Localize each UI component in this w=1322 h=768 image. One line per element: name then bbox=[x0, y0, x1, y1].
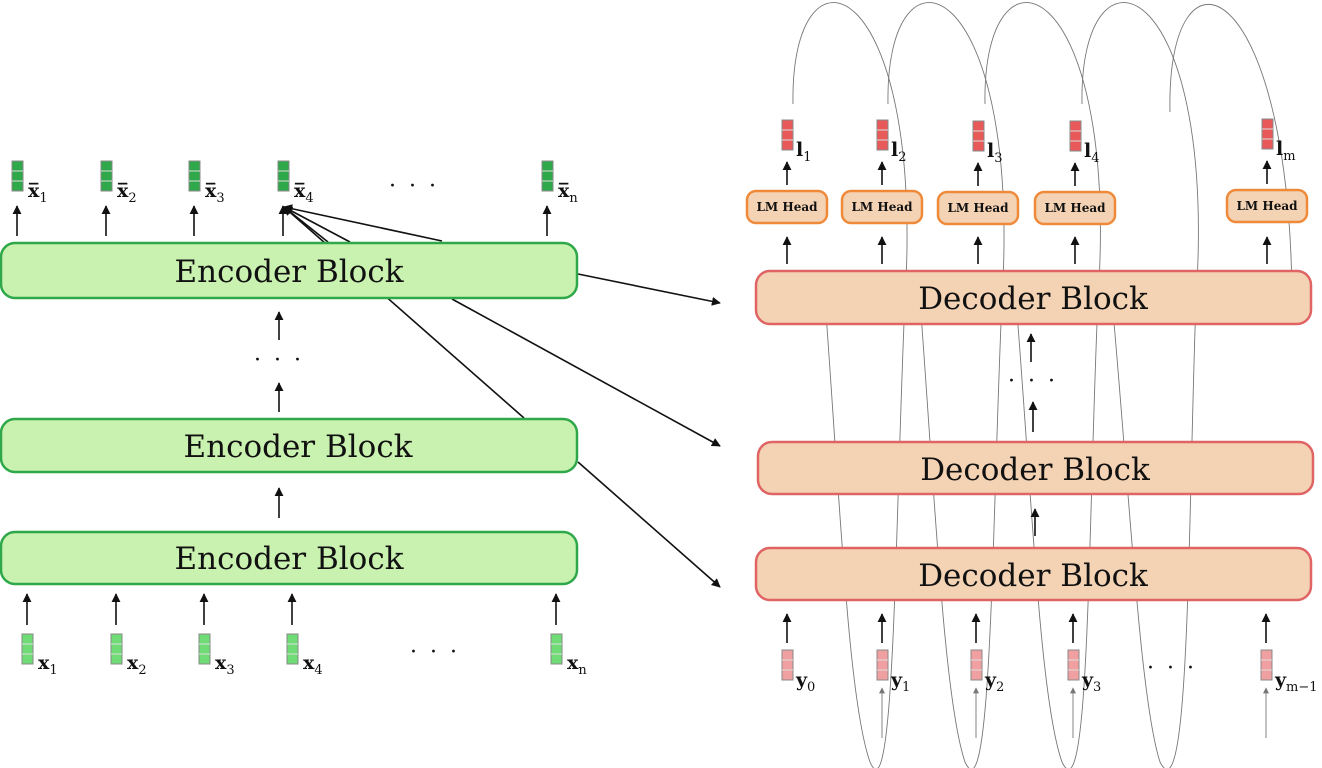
decoder-output-vector bbox=[876, 119, 889, 151]
encoder-input-vector bbox=[198, 633, 211, 665]
encoder-input-vector bbox=[550, 633, 563, 665]
lm-head-label: LM Head bbox=[1044, 201, 1106, 215]
autoregressive-loop-curve bbox=[1169, 3, 1293, 301]
lm-head-label: LM Head bbox=[1236, 199, 1298, 213]
decoder-inputs: y0 y1 y2 y3 ym−1 bbox=[781, 613, 1318, 695]
encoder-stack: Encoder Block Encoder Block Encoder Bloc… bbox=[0, 174, 579, 665]
autoregressive-loop-curve bbox=[887, 2, 1005, 768]
encoder-output-label: x̅2 bbox=[117, 180, 137, 206]
encoder-block-bottom-label: Encoder Block bbox=[175, 541, 404, 577]
encoder-input-label: x2 bbox=[127, 652, 147, 678]
encoder-output-vector bbox=[541, 160, 554, 192]
lm-head-label: LM Head bbox=[756, 200, 818, 214]
attention-link-1 bbox=[283, 204, 443, 242]
decoder-input-vector bbox=[1067, 649, 1080, 681]
decoder-input-vector bbox=[1260, 649, 1273, 681]
encoder-block-middle bbox=[0, 417, 579, 474]
lm-head-block bbox=[840, 189, 924, 225]
encoder-input-vector bbox=[110, 633, 123, 665]
decoder-output-vector bbox=[781, 119, 794, 151]
decoder-input-label: y0 bbox=[795, 669, 815, 695]
encoder-block-top-label: Encoder Block bbox=[175, 254, 404, 290]
lm-head-label: LM Head bbox=[947, 201, 1009, 215]
encoder-input-label: x3 bbox=[215, 652, 235, 678]
decoder-input-vector bbox=[970, 649, 983, 681]
encoder-output-vector bbox=[277, 160, 290, 192]
decoder-output-vector bbox=[972, 120, 985, 152]
decoder-output-label: l1 bbox=[796, 139, 812, 165]
lm-head-block bbox=[745, 189, 829, 225]
decoder-block-bottom bbox=[754, 546, 1313, 602]
decoder-input-ellipsis: · · · bbox=[1147, 656, 1197, 681]
enc-to-dec-arrow-bottom bbox=[577, 461, 721, 588]
encoder-output-label: x̅1 bbox=[28, 180, 48, 206]
encoder-input-label: x1 bbox=[38, 652, 58, 678]
decoder-output-vector bbox=[1069, 120, 1082, 152]
encoder-input-ellipsis: · · · bbox=[410, 640, 460, 665]
enc-to-dec-arrow-middle bbox=[451, 298, 721, 447]
decoder-output-vector bbox=[1261, 118, 1274, 150]
decoder-input-label: y2 bbox=[984, 669, 1004, 695]
lm-head-block bbox=[1033, 190, 1117, 226]
decoder-input-label: y3 bbox=[1081, 669, 1101, 695]
decoder-stack: Decoder Block Decoder Block Decoder Bloc… bbox=[754, 269, 1315, 681]
decoder-block-top-label: Decoder Block bbox=[918, 281, 1148, 317]
decoder-input-label: ym−1 bbox=[1274, 669, 1318, 695]
encoder-input-vector bbox=[21, 633, 34, 665]
decoder-input-label: y1 bbox=[890, 669, 910, 695]
encoder-output-vector bbox=[188, 160, 201, 192]
lm-head-label: LM Head bbox=[851, 200, 913, 214]
decoder-output-label: l3 bbox=[987, 140, 1003, 166]
autoregressive-loop-curve bbox=[792, 2, 908, 768]
encoder-outputs: x̅1 x̅2 x̅3 x̅4 x̅n bbox=[11, 160, 578, 236]
decoder-stack-ellipsis: · · · bbox=[1008, 369, 1058, 394]
decoder-block-top bbox=[754, 269, 1313, 326]
attention-link-2 bbox=[283, 206, 351, 243]
decoder-block-bottom-label: Decoder Block bbox=[918, 558, 1148, 594]
decoder-input-vector bbox=[781, 649, 794, 681]
decoder-input-vector bbox=[876, 649, 889, 681]
encoder-output-ellipsis: · · · bbox=[389, 174, 439, 199]
encoder-output-label: x̅4 bbox=[294, 180, 314, 206]
enc-to-dec-arrow-top bbox=[577, 273, 721, 306]
encoder-input-label: xn bbox=[567, 652, 587, 678]
lm-head-block bbox=[1225, 188, 1309, 224]
decoder-output-label: l4 bbox=[1084, 140, 1100, 166]
decoder-block-middle bbox=[756, 440, 1315, 496]
encoder-stack-ellipsis: · · · bbox=[254, 348, 304, 373]
encoder-input-label: x4 bbox=[303, 652, 323, 678]
encoder-output-vector bbox=[100, 160, 113, 192]
encoder-output-label: x̅3 bbox=[205, 180, 225, 206]
decoder-output-label: lm bbox=[1276, 138, 1296, 164]
encoder-block-middle-label: Encoder Block bbox=[184, 429, 413, 465]
decoder-block-middle-label: Decoder Block bbox=[920, 452, 1150, 488]
lm-head-block bbox=[936, 190, 1020, 226]
encoder-block-top bbox=[0, 241, 579, 300]
attention-link-4 bbox=[283, 206, 525, 419]
encoder-output-label: x̅n bbox=[558, 180, 578, 206]
encoder-input-vector bbox=[286, 633, 299, 665]
encoder-inputs: x1 x2 x3 x4 xn bbox=[21, 593, 587, 678]
encoder-block-bottom bbox=[0, 530, 579, 586]
decoder-output-label: l2 bbox=[891, 139, 907, 165]
encoder-output-vector bbox=[11, 160, 24, 192]
autoregressive-loop-curve bbox=[1081, 2, 1199, 768]
decoder-outputs: LM Head l1 LM Head l2 LM Head l3 LM Head l4 LM H… bbox=[745, 118, 1309, 264]
cross-attention-connections bbox=[283, 204, 721, 588]
